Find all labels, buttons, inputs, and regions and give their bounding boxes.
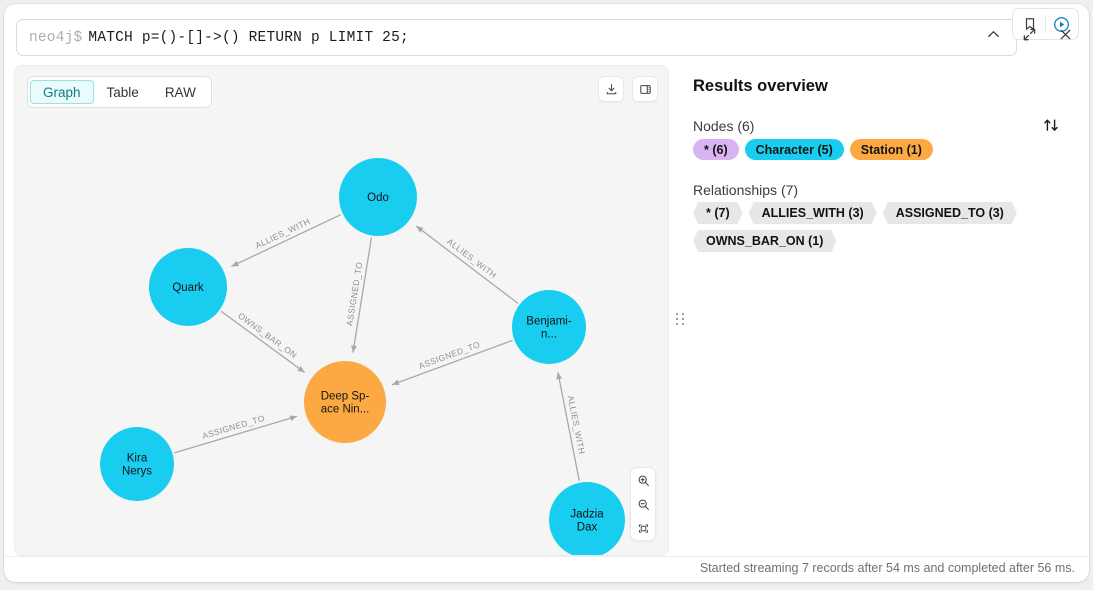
relationship-type-chip[interactable]: ALLIES_WITH (3) bbox=[749, 202, 877, 224]
node-label-chips: * (6)Character (5)Station (1) bbox=[693, 139, 1073, 160]
download-icon[interactable] bbox=[598, 76, 624, 102]
bookmark-icon[interactable] bbox=[1015, 10, 1045, 38]
graph-node[interactable]: Benjami-n... bbox=[512, 290, 586, 364]
relationships-section-heading: Relationships (7) bbox=[693, 182, 799, 198]
node-label-chip[interactable]: * (6) bbox=[693, 139, 739, 160]
relationship-type-chip[interactable]: OWNS_BAR_ON (1) bbox=[693, 230, 836, 252]
relationship-type-chips: * (7) ALLIES_WITH (3) ASSIGNED_TO (3) OWNS_… bbox=[693, 202, 1078, 252]
graph-node[interactable]: Quark bbox=[149, 248, 227, 326]
graph-visualization-pane[interactable]: ALLIES_WITH ALLIES_WITH ASSIGNED_TO OWNS_BA… bbox=[14, 65, 669, 556]
query-editor[interactable]: neo4j$ MATCH p=()-[]->() RETURN p LIMIT … bbox=[16, 19, 1017, 56]
tab-raw[interactable]: RAW bbox=[164, 84, 196, 100]
node-label-chip[interactable]: Character (5) bbox=[744, 139, 844, 160]
results-body: ALLIES_WITH ALLIES_WITH ASSIGNED_TO OWNS_BA… bbox=[4, 61, 1089, 557]
graph-relationship-edge[interactable] bbox=[174, 415, 298, 454]
graph-relationship-edge[interactable] bbox=[391, 339, 513, 386]
graph-relationship-edge[interactable] bbox=[220, 310, 306, 373]
graph-node-circle[interactable] bbox=[339, 158, 417, 236]
relationship-label: ALLIES_WITH bbox=[566, 395, 587, 455]
graph-node-circle[interactable] bbox=[304, 361, 386, 443]
expand-diagonal-icon[interactable] bbox=[1017, 22, 1041, 46]
relationship-label: OWNS_BAR_ON bbox=[236, 311, 299, 361]
tab-graph[interactable]: Graph bbox=[30, 80, 94, 104]
graph-node-circle[interactable] bbox=[100, 427, 174, 501]
zoom-controls bbox=[630, 467, 656, 541]
relationship-label: ASSIGNED_TO bbox=[201, 413, 266, 441]
side-panel-toggle-icon[interactable] bbox=[632, 76, 658, 102]
nodes-section-heading: Nodes (6) bbox=[693, 118, 755, 134]
graph-node[interactable]: Odo bbox=[339, 158, 417, 236]
relationship-label: ALLIES_WITH bbox=[254, 216, 312, 251]
query-editor-row: neo4j$ MATCH p=()-[]->() RETURN p LIMIT … bbox=[4, 4, 1089, 61]
graph-relationship-edge[interactable] bbox=[351, 237, 373, 353]
results-overview-pane: Results overview Nodes (6) * (6)Characte… bbox=[684, 61, 1084, 557]
relationship-label: ASSIGNED_TO bbox=[344, 261, 364, 326]
graph-canvas[interactable]: ALLIES_WITH ALLIES_WITH ASSIGNED_TO OWNS_BA… bbox=[15, 66, 669, 556]
fit-to-screen-icon[interactable] bbox=[631, 516, 655, 540]
drag-dots-icon bbox=[676, 313, 684, 325]
relationship-label: ALLIES_WITH bbox=[445, 236, 499, 280]
relationship-type-chip[interactable]: ASSIGNED_TO (3) bbox=[883, 202, 1017, 224]
zoom-out-icon[interactable] bbox=[631, 492, 655, 516]
graph-relationship-edge[interactable] bbox=[415, 225, 519, 304]
pane-resize-handle[interactable] bbox=[672, 61, 688, 557]
sort-arrows-icon[interactable] bbox=[1042, 116, 1060, 134]
graph-node-circle[interactable] bbox=[512, 290, 586, 364]
relationship-type-chip[interactable]: * (7) bbox=[693, 202, 743, 224]
editor-action-group bbox=[1012, 8, 1079, 40]
graph-node-circle[interactable] bbox=[549, 482, 625, 556]
chevron-up-icon[interactable] bbox=[981, 22, 1005, 46]
window-action-group bbox=[981, 22, 1077, 46]
close-x-icon[interactable] bbox=[1053, 22, 1077, 46]
query-text: MATCH p=()-[]->() RETURN p LIMIT 25; bbox=[88, 29, 409, 46]
zoom-in-icon[interactable] bbox=[631, 468, 655, 492]
graph-node-circle[interactable] bbox=[149, 248, 227, 326]
page-title: Results overview bbox=[693, 77, 828, 95]
query-status-text: Started streaming 7 records after 54 ms … bbox=[699, 561, 1075, 575]
graph-tool-group bbox=[598, 76, 658, 102]
action-divider bbox=[1045, 15, 1046, 33]
result-frame-card: neo4j$ MATCH p=()-[]->() RETURN p LIMIT … bbox=[4, 4, 1089, 582]
tab-table[interactable]: Table bbox=[106, 84, 139, 100]
graph-relationship-edge[interactable] bbox=[231, 213, 342, 268]
status-bar: Started streaming 7 records after 54 ms … bbox=[4, 556, 1089, 582]
view-mode-tabs: Graph Table RAW bbox=[27, 76, 212, 108]
node-label-chip[interactable]: Station (1) bbox=[849, 139, 933, 160]
graph-node[interactable]: Deep Sp-ace Nin... bbox=[304, 361, 386, 443]
editor-prompt: neo4j$ bbox=[29, 29, 83, 46]
graph-relationship-edge[interactable] bbox=[556, 372, 580, 481]
